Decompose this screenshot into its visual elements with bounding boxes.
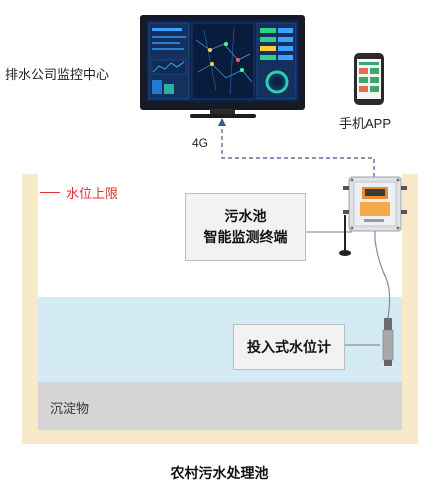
wireless-link xyxy=(221,123,375,177)
sediment-layer xyxy=(38,382,402,430)
monitor-screen xyxy=(146,20,299,102)
water-limit-label: 水位上限 xyxy=(66,186,119,201)
sediment-label: 沉淀物 xyxy=(50,401,90,416)
arrow-head-icon xyxy=(218,118,226,126)
gauge-label: 投入式水位计 xyxy=(247,338,331,355)
probe-cable xyxy=(374,231,391,319)
network-label: 4G xyxy=(192,136,209,150)
terminal-label-box: 污水池 智能监测终端 xyxy=(185,193,306,261)
water-limit-line xyxy=(40,192,60,193)
monitor-stand xyxy=(210,109,235,115)
monitoring-center-label: 排水公司监控中心 xyxy=(5,67,110,82)
phone-screen xyxy=(357,59,381,99)
mobile-app-label: 手机APP xyxy=(339,116,392,131)
diagram-title: 农村污水处理池 xyxy=(170,465,269,481)
terminal-label-line1: 污水池 xyxy=(224,208,267,224)
terminal-label-line2: 智能监测终端 xyxy=(203,229,288,245)
monitor-base xyxy=(190,114,256,118)
level-probe-icon xyxy=(382,318,394,366)
monitoring-terminal-icon xyxy=(343,176,407,232)
gauge-label-box: 投入式水位计 xyxy=(233,324,345,370)
antenna-icon xyxy=(339,215,351,256)
app-graphic xyxy=(359,62,379,92)
dashboard-graphic xyxy=(148,22,297,100)
